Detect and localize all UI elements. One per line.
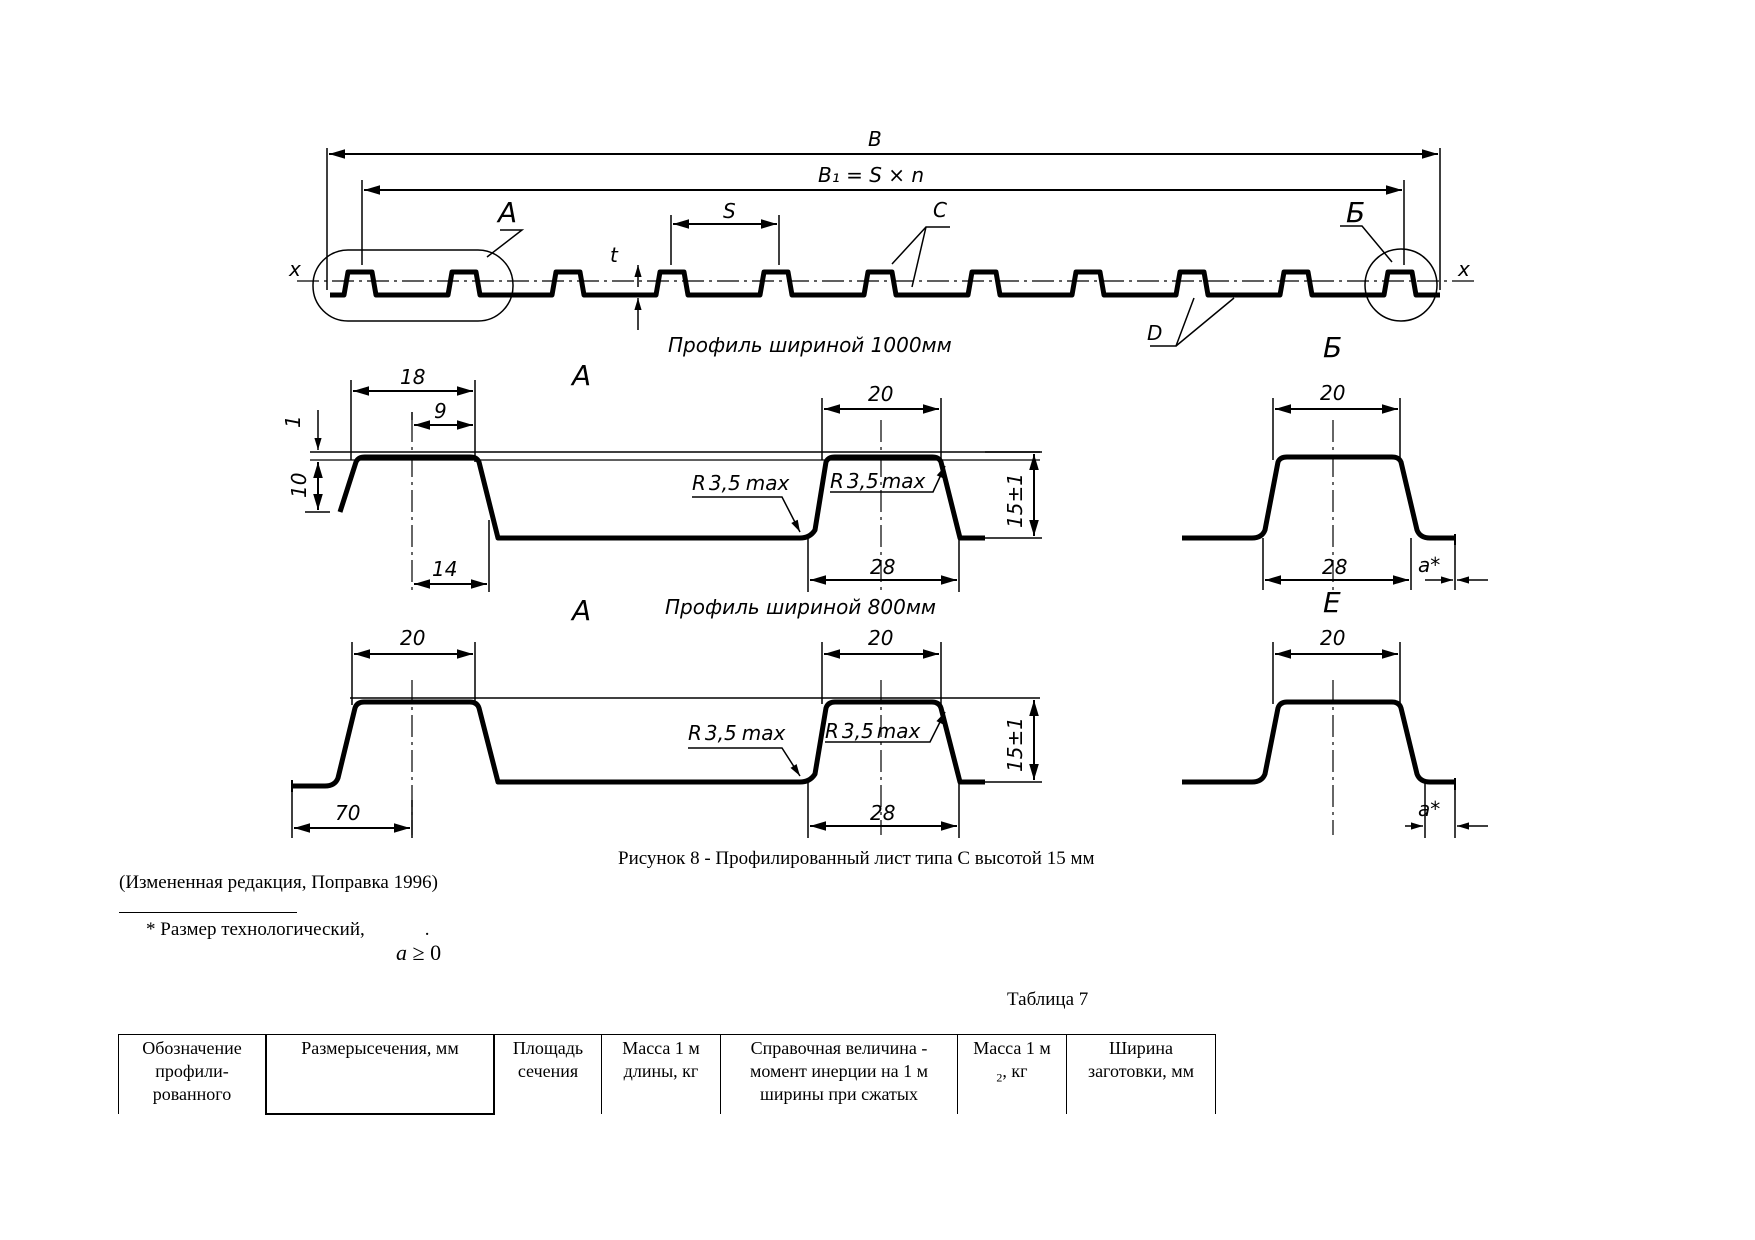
dim-20-left-800: 20: [400, 626, 425, 650]
dim-1: 1: [281, 415, 305, 428]
profile-detail-e: [1182, 699, 1455, 785]
dim-9: 9: [434, 399, 447, 423]
formula-value: 0: [430, 940, 442, 965]
header-mass-m2: Масса 1 м 2, кг: [957, 1034, 1067, 1114]
dim-a-e: a*: [1418, 797, 1440, 821]
footnote: * Размер технологический,.: [146, 920, 430, 939]
top-view: [297, 148, 1475, 347]
detail-a-outline: [312, 249, 514, 322]
dim-20: 20: [868, 382, 893, 406]
detail-title-A-1: A: [570, 359, 591, 392]
table-header-row: Обозначение профили-рованного Размерысеч…: [118, 1034, 1216, 1115]
dim-a-b: a*: [1418, 553, 1440, 577]
dim-S-label: S: [723, 199, 736, 223]
header-mass-m2-sub: 2: [996, 1070, 1003, 1085]
table-title: Таблица 7: [1007, 989, 1089, 1010]
header-mass-m2-tail: , кг: [1002, 1061, 1028, 1081]
label-A-top: A: [496, 196, 517, 229]
dim-20-800: 20: [868, 626, 893, 650]
table-7: Обозначение профили-рованного Размерысеч…: [118, 1034, 1216, 1115]
detail-a-800: [291, 642, 1042, 838]
axis-x-right: x: [1457, 257, 1470, 281]
label-C: C: [933, 198, 947, 222]
dim-28-800: 28: [870, 801, 895, 825]
header-designation: Обозначение профили-рованного: [118, 1034, 267, 1114]
footnote-rule: [119, 912, 297, 913]
detail-title-B: Б: [1323, 331, 1342, 364]
header-inertia: Справочная величина - момент инерции на …: [720, 1034, 958, 1114]
profile-detail-1000: [337, 454, 985, 541]
header-mass-m2-text: Масса 1 м: [973, 1038, 1051, 1058]
header-section-dims: Размерысечения, мм: [265, 1034, 495, 1115]
detail-title-E: Е: [1323, 586, 1341, 619]
detail-b-labels: Б 20 28 a*: [1320, 331, 1440, 579]
formula-var: a: [396, 940, 407, 965]
caption-1000: Профиль шириной 1000мм: [668, 333, 952, 357]
detail-e-labels: Е 20 a*: [1320, 586, 1440, 821]
detail-b: [1182, 398, 1488, 590]
figure-caption: Рисунок 8 - Профилированный лист типа С …: [618, 848, 1095, 869]
footnote-dot: .: [424, 919, 430, 940]
label-t: t: [610, 243, 619, 267]
dim-28: 28: [870, 555, 895, 579]
header-blank-width: Ширина заготовки, мм: [1066, 1034, 1216, 1114]
amendment-note: (Измененная редакция, Поправка 1996): [119, 872, 438, 893]
technical-drawing: B B₁ = S × n S A Б C D t x x Профиль шир…: [281, 127, 1488, 838]
corrugated-profile-1000: [330, 269, 1440, 298]
dim-15pm1: 15±1: [1003, 473, 1027, 528]
header-area: Площадь сечения: [493, 1034, 602, 1114]
top-view-labels: B B₁ = S × n S A Б C D t x x Профиль шир…: [288, 127, 1470, 357]
detail-title-A-2: A: [570, 594, 591, 627]
label-D: D: [1147, 321, 1162, 345]
dim-28-b: 28: [1322, 555, 1347, 579]
dim-B1-label: B₁ = S × n: [818, 163, 924, 187]
formula-op: ≥: [412, 940, 425, 965]
axis-x-left: x: [288, 257, 301, 281]
dim-B-label: B: [868, 127, 882, 151]
dim-10: 10: [287, 473, 311, 498]
profile-detail-b: [1182, 454, 1455, 541]
detail-e: [1182, 642, 1488, 838]
dim-14: 14: [432, 557, 457, 581]
footnote-text: * Размер технологический,: [146, 919, 365, 940]
formula: a ≥ 0: [396, 940, 441, 966]
dim-20-b: 20: [1320, 381, 1345, 405]
dim-70: 70: [335, 801, 360, 825]
detail-a-1000: [305, 380, 1042, 592]
label-B-top: Б: [1346, 196, 1365, 229]
dim-15pm1-800: 15±1: [1003, 717, 1027, 772]
dim-18: 18: [400, 365, 425, 389]
header-mass-1m: Масса 1 м длины, кг: [601, 1034, 721, 1114]
profile-detail-800: [292, 699, 985, 789]
caption-800: Профиль шириной 800мм: [665, 595, 936, 619]
dim-20-e: 20: [1320, 626, 1345, 650]
detail-b-outline: [1364, 248, 1438, 322]
